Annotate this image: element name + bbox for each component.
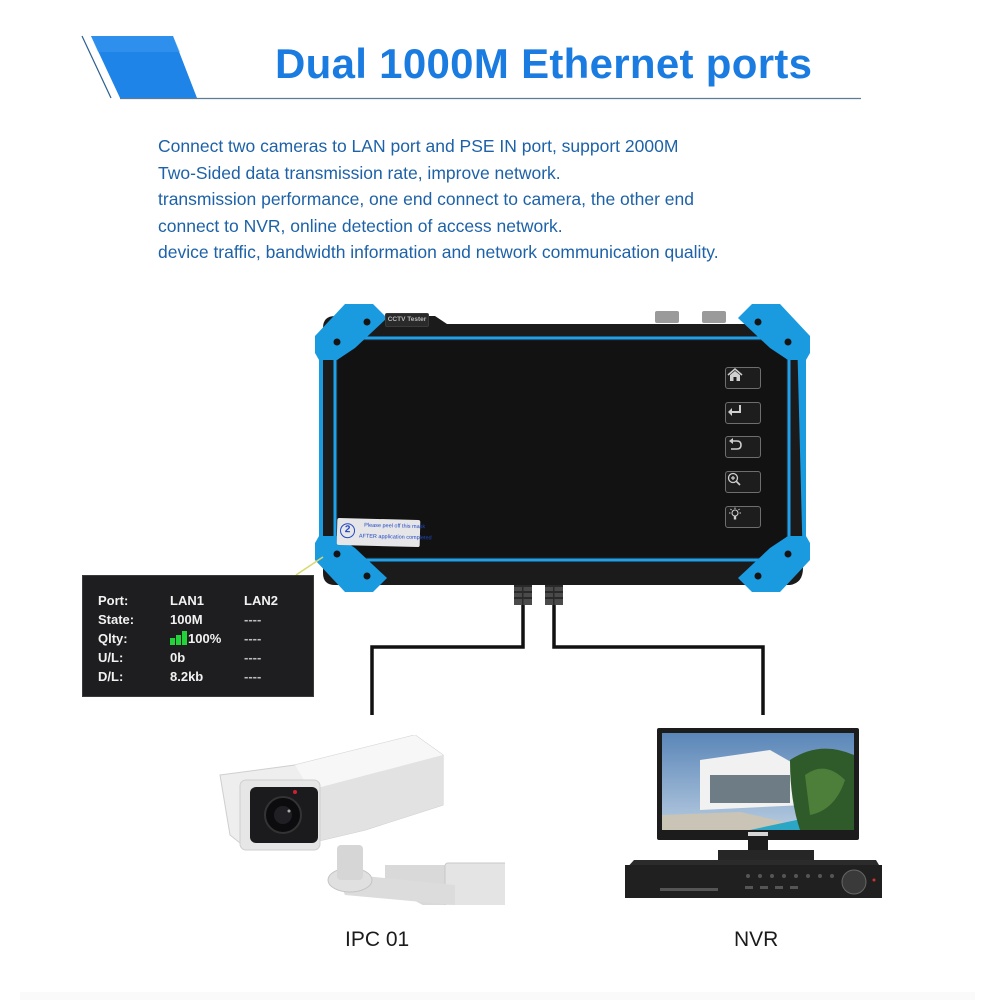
description-line: Connect two cameras to LAN port and PSE … — [158, 136, 679, 156]
lan1-upload: 0b — [170, 650, 186, 665]
back-button[interactable] — [725, 436, 761, 458]
home-button[interactable] — [725, 367, 761, 389]
zoom-button[interactable] — [725, 471, 761, 493]
sticker-line-2: AFTER application completed — [358, 533, 432, 542]
lan2-header: LAN2 — [244, 593, 278, 608]
feature-description: Connect two cameras to LAN port and PSE … — [158, 133, 878, 266]
sticker-number: 2 — [339, 522, 356, 539]
lan1-quality: 100% — [170, 630, 244, 648]
camera-label: IPC 01 — [345, 928, 410, 951]
back-icon — [729, 438, 742, 450]
page-title: Dual 1000M Ethernet ports — [275, 40, 813, 87]
cctv-tester-device: CCTV Tester 2 — [315, 298, 810, 598]
nvr-label: NVR — [734, 928, 779, 951]
row-label: Port: — [98, 593, 129, 608]
lan1-header: LAN1 — [170, 593, 204, 608]
peel-off-sticker: 2 Please peel off this mask AFTER applic… — [336, 517, 432, 548]
row-label: U/L: — [98, 650, 124, 665]
enter-icon — [728, 405, 741, 416]
description-line: connect to NVR, online detection of acce… — [158, 215, 563, 236]
home-icon — [727, 368, 743, 381]
banner-graphic — [81, 35, 861, 100]
header-banner: Dual 1000M Ethernet ports — [0, 0, 1000, 110]
lan2-upload: ---- — [244, 650, 262, 665]
description-line: device traffic, bandwidth information an… — [158, 242, 719, 262]
callout-leader-line — [295, 556, 324, 576]
lan1-download: 8.2kb — [170, 669, 204, 684]
ip-camera-icon — [219, 735, 505, 905]
enter-button[interactable] — [725, 402, 761, 424]
row-label: State: — [98, 612, 135, 627]
status-table: Port: LAN1 LAN2 State: 100M ---- Qlty: 1… — [98, 592, 304, 686]
row-label: D/L: — [98, 669, 124, 684]
device-body — [315, 304, 810, 592]
lan1-state: 100M — [170, 612, 203, 627]
quality-value: 100% — [188, 631, 222, 646]
description-line: Two-Sided data transmission rate, improv… — [158, 162, 561, 183]
light-icon — [729, 507, 741, 520]
row-label: Qlty: — [98, 631, 128, 646]
bottom-edge — [20, 992, 975, 1000]
brand-label: CCTV Tester — [385, 313, 429, 327]
nvr-icon — [625, 728, 882, 898]
network-status-panel: Port: LAN1 LAN2 State: 100M ---- Qlty: 1… — [82, 575, 314, 697]
sticker-line-1: Please peel off this mask — [364, 522, 426, 531]
lan2-quality: ---- — [244, 631, 262, 646]
description-line: transmission performance, one end connec… — [158, 189, 694, 209]
zoom-in-icon — [727, 472, 741, 486]
signal-bars-icon — [170, 631, 187, 645]
lan2-download: ---- — [244, 669, 262, 684]
backlight-button[interactable] — [725, 506, 761, 528]
lan2-state: ---- — [244, 612, 262, 627]
